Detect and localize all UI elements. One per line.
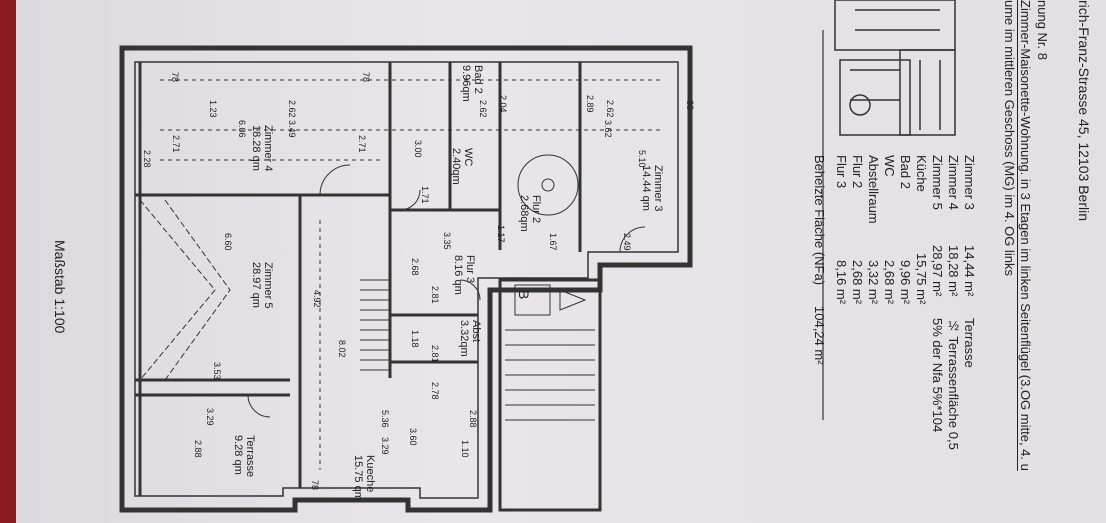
dimension: 2.71 [357, 135, 367, 153]
dimension: 2.28 [142, 150, 152, 168]
unit-number: nung Nr. 8 [1035, 0, 1050, 60]
floor-plan-sheet [16, 0, 1106, 523]
area-value: 14,44 m² [962, 245, 977, 297]
dimension: 1.67 [548, 233, 558, 251]
dimension: 2.78 [430, 382, 440, 400]
key-plan-thumbnail [834, 0, 956, 136]
dimension: 2.62 [287, 100, 297, 118]
area-value: 3,32 m² [866, 260, 881, 305]
dimension: 2.49 [622, 233, 632, 251]
dimension: 1.10 [460, 440, 470, 458]
dimension: 3.49 [287, 120, 297, 138]
dimension: 2.62 [478, 100, 488, 118]
unit-description: Zimmer-Maisonette-Wohnung. in 3 Etagen i… [1018, 0, 1033, 471]
outer-wall [119, 45, 693, 513]
area-name: Flur 3 [834, 155, 849, 189]
dimension: 6.06 [237, 120, 247, 138]
dimension: 2.71 [171, 135, 181, 153]
area-value: 18,28 m² [946, 245, 961, 297]
dimension: 8.02 [337, 340, 347, 358]
total-value: 104,24 m² [812, 306, 827, 365]
address: rich-Franz-Strasse 45, 12103 Berlin [1076, 0, 1092, 221]
area-name: Bad 2 [898, 155, 913, 189]
area-name: Flur 2 [850, 155, 865, 189]
stair-label: B [516, 290, 532, 300]
dimension: 78 [310, 480, 320, 491]
dimension: 1.17 [496, 225, 506, 243]
dimension: 2.81 [430, 345, 440, 363]
area-name: Zimmer 5 [930, 155, 945, 210]
floor-note: ume im mittleren Geschoss (MG) im 4. OG … [1002, 0, 1017, 276]
area-value: 15,75 m² [914, 253, 929, 305]
dimension: 2.81 [430, 286, 440, 304]
area-value: 28,97 m² [930, 245, 945, 297]
dimension: 3.53 [212, 362, 222, 380]
area-name: WC [882, 155, 897, 177]
area-name: Zimmer 4 [946, 155, 961, 210]
stair-box [514, 284, 551, 316]
scale-label: Maßstab 1:100 [52, 240, 68, 334]
dimension: 60 [685, 100, 695, 111]
area-value: 9,96 m² [898, 260, 913, 305]
dimension: 3.29 [205, 408, 215, 426]
dimension: 2.88 [193, 440, 203, 458]
area-note: Terrasse [962, 318, 977, 368]
dimension: 4.92 [312, 290, 322, 308]
area-name: Küche [914, 155, 929, 192]
area-value: 8,16 m² [834, 260, 849, 305]
desk-surface [0, 0, 16, 523]
dimension: 2.04 [498, 95, 508, 113]
dimension: 3.62 [603, 120, 613, 138]
dimension: 5.36 [380, 410, 390, 428]
dimension: 2.62 [605, 100, 615, 118]
dimension: 3.29 [380, 437, 390, 455]
dimension: 6.60 [223, 233, 233, 251]
area-value: 2,68 m² [882, 260, 897, 305]
area-note: 5% der Nfa 5%*104 [930, 318, 945, 433]
dimension: 1.18 [410, 330, 420, 348]
dimension: 3.60 [408, 428, 418, 446]
dimension: 1.23 [208, 100, 218, 118]
dimension: 78 [170, 72, 180, 83]
dimension: 3.35 [442, 232, 452, 250]
dimension: 78 [361, 72, 371, 83]
dimension: 3.00 [413, 140, 423, 158]
area-name: Abstellraum [866, 155, 881, 224]
dimension: 1.71 [420, 186, 430, 204]
dimension: 5.10 [637, 150, 647, 168]
dimension: 2.68 [410, 258, 420, 276]
dimension: 2.89 [585, 95, 595, 113]
total-label: Beheizte Fläche (NFa) [812, 155, 827, 286]
area-value: 2,68 m² [850, 260, 865, 305]
area-note: ½ Terrassenfläche 0,5 [946, 318, 961, 450]
area-name: Zimmer 3 [962, 155, 977, 210]
dimension: 2.88 [468, 410, 478, 428]
